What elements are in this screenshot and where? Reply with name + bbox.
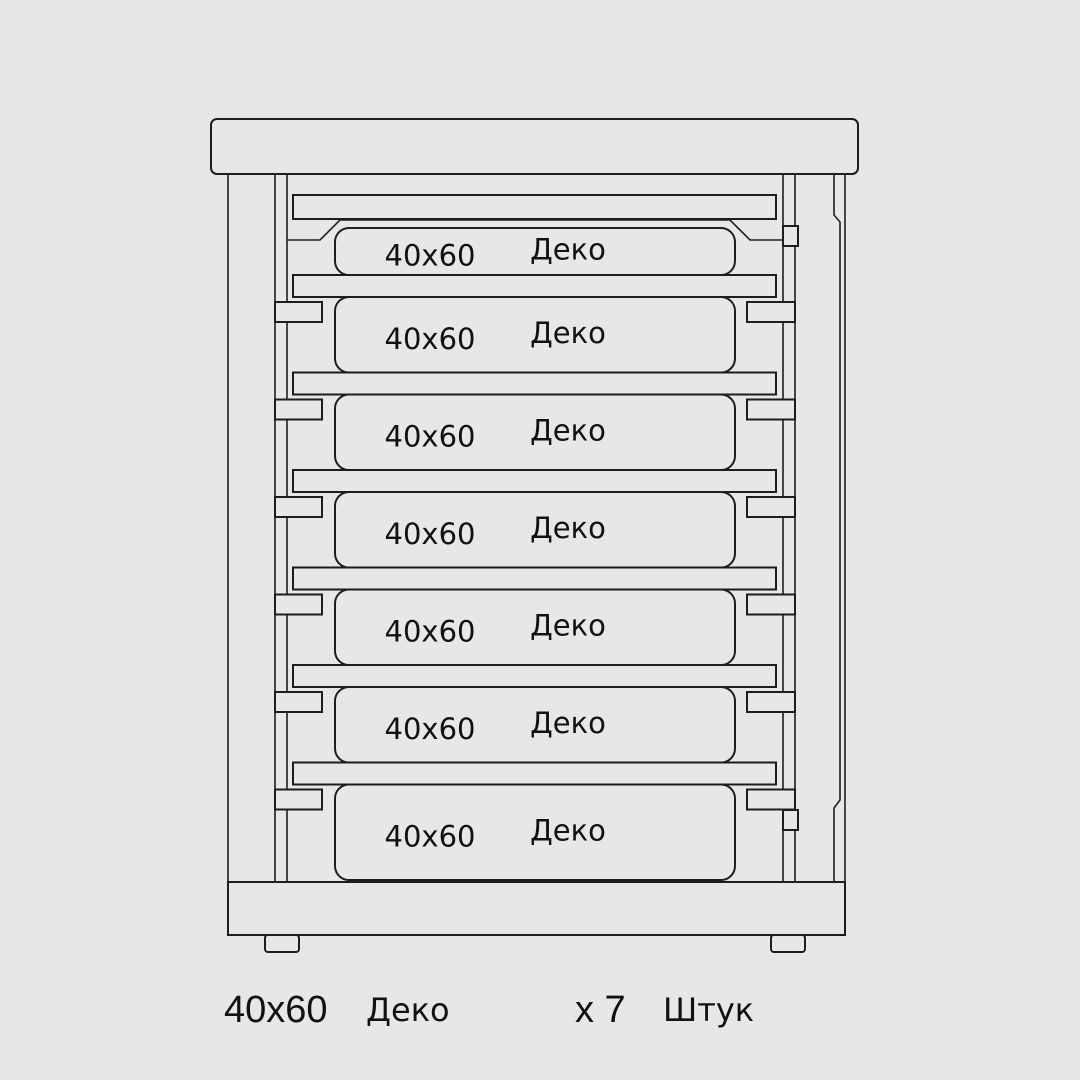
rack-clip-right-2 bbox=[746, 398, 796, 421]
caption-type: Деко bbox=[366, 991, 450, 1029]
rack-clip-left-2 bbox=[274, 398, 323, 421]
rack-clip-left-5 bbox=[274, 691, 323, 713]
rack-clip-right-4 bbox=[746, 593, 796, 616]
shelf-bar-top bbox=[292, 194, 777, 220]
shelf-bar-1 bbox=[292, 274, 777, 298]
shelf-bar-3 bbox=[292, 469, 777, 493]
shelf-bar-5 bbox=[292, 664, 777, 688]
rack-clip-right-5 bbox=[746, 691, 796, 713]
cabinet-top-lid bbox=[210, 118, 859, 175]
rack-clip-left-6 bbox=[274, 788, 323, 811]
shelf-bar-6 bbox=[292, 761, 777, 786]
tray-4-type: Деко bbox=[530, 511, 606, 545]
rack-clip-left-4 bbox=[274, 593, 323, 616]
foot-left bbox=[264, 934, 300, 953]
tray-3-size: 40x60 bbox=[385, 419, 476, 453]
foot-right bbox=[770, 934, 806, 953]
caption-unit: Штук bbox=[663, 991, 755, 1029]
tray-7-size: 40x60 bbox=[385, 819, 476, 853]
tray-1-type: Деко bbox=[530, 233, 606, 267]
rack-clip-left-3 bbox=[274, 496, 323, 518]
rack-clip-right-3 bbox=[746, 496, 796, 518]
tray-5-size: 40x60 bbox=[385, 614, 476, 648]
caption-quantity: x 7 bbox=[575, 989, 626, 1031]
tray-3-type: Деко bbox=[530, 413, 606, 447]
tray-2-type: Деко bbox=[530, 316, 606, 350]
door-profile bbox=[833, 174, 841, 882]
shelf-bar-4 bbox=[292, 566, 777, 591]
tray-1-size: 40x60 bbox=[385, 239, 476, 273]
rack-clip-left-1 bbox=[274, 301, 323, 323]
tray-5-type: Деко bbox=[530, 608, 606, 642]
tray-4-size: 40x60 bbox=[385, 517, 476, 551]
tray-6-size: 40x60 bbox=[385, 712, 476, 746]
door-hinge-top bbox=[782, 225, 799, 247]
caption-size: 40x60 bbox=[224, 989, 328, 1031]
tray-6-type: Деко bbox=[530, 706, 606, 740]
shelf-bar-2 bbox=[292, 371, 777, 396]
cabinet-base bbox=[227, 881, 846, 936]
rack-clip-right-6 bbox=[746, 788, 796, 811]
tray-2-size: 40x60 bbox=[385, 322, 476, 356]
tray-7-type: Деко bbox=[530, 813, 606, 847]
door-hinge-bottom bbox=[782, 809, 799, 831]
rack-clip-right-1 bbox=[746, 301, 796, 323]
